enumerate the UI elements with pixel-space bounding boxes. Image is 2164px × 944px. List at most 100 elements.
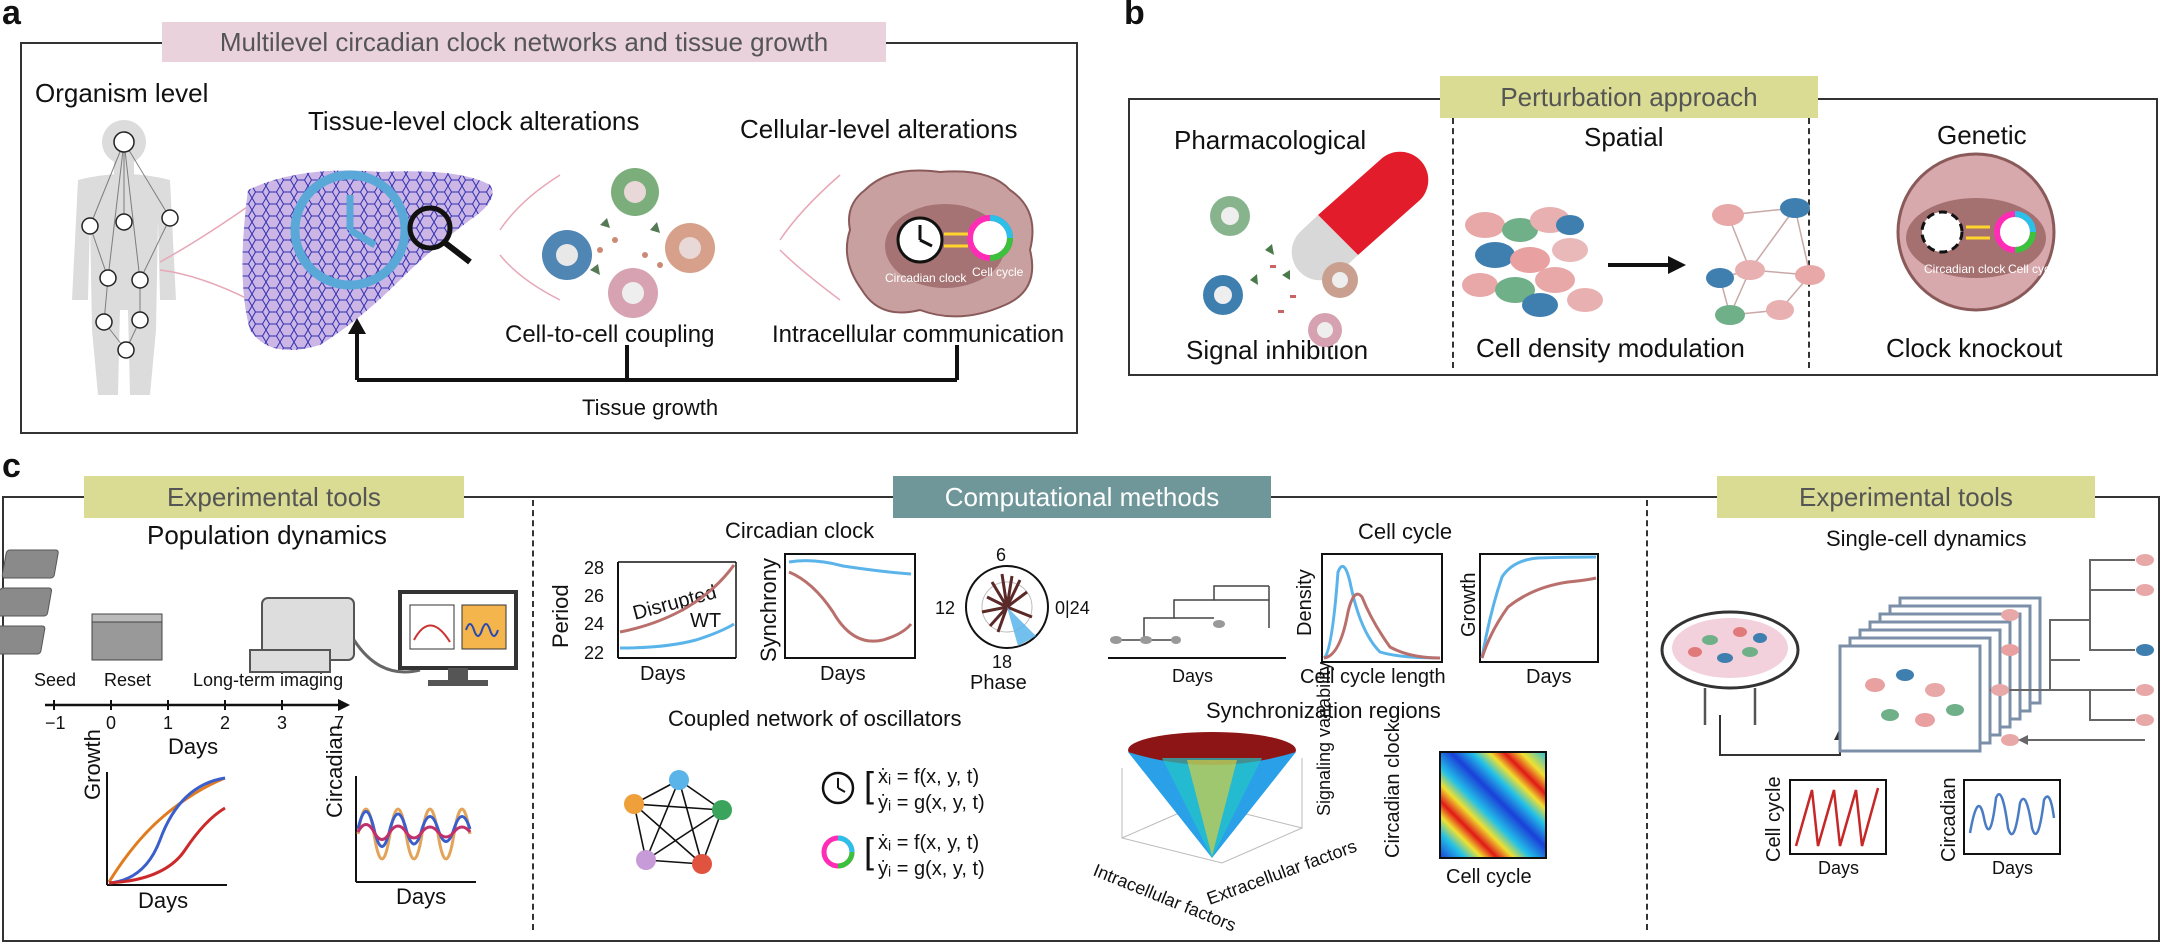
panel-b-title: Perturbation approach — [1440, 76, 1818, 118]
frame-cells — [1865, 669, 1964, 727]
cell-cycle-trace — [1794, 787, 1880, 847]
divider-b1 — [1452, 118, 1454, 368]
panel-label-b: b — [1124, 0, 1145, 32]
mid-growth-disrupted-line — [1480, 576, 1597, 659]
right-cell-cycle-ylabel: Cell cycle — [1763, 776, 1785, 862]
right-cell-cycle-chart — [1789, 779, 1887, 855]
equation-clock-icon — [821, 771, 855, 805]
lineage-cells — [1991, 554, 2154, 746]
oscillator-network-diagram — [624, 770, 732, 874]
phase-wt-sector — [1007, 607, 1036, 646]
cell-cycle-heading: Cell cycle — [1358, 519, 1453, 544]
reset-label: Reset — [104, 670, 152, 690]
knockout-cell-cycle-text: Cell cycle — [2008, 262, 2060, 276]
magnifier-icon — [407, 205, 453, 251]
phase-top-label: 6 — [996, 545, 1007, 565]
tissue-clock-icon — [290, 170, 410, 290]
panel-c-left-illustration — [0, 549, 518, 711]
growth-series-red — [108, 806, 226, 885]
broken-clock-icon — [1920, 210, 1964, 254]
timeline-tick-3: 3 — [277, 713, 288, 733]
signaling-variability-label: Signaling variability — [1314, 661, 1334, 816]
divider-c1 — [532, 500, 534, 930]
dense-cell-cluster — [1462, 207, 1603, 317]
sync-heatmap-chart — [1439, 751, 1547, 859]
period-days-label: Days — [640, 663, 686, 685]
sparse-cell-network — [1706, 198, 1825, 325]
mid-growth-wt-line — [1480, 555, 1597, 659]
period-wt-line — [619, 622, 735, 650]
period-disrupted-line — [619, 564, 736, 634]
panel-label-c: c — [2, 447, 21, 485]
cellular-level-label: Cellular-level alterations — [740, 114, 1018, 144]
panel-a-illustration — [72, 120, 1034, 395]
timeline-tick-0: 0 — [106, 713, 117, 733]
organism-clock-icons — [81, 131, 179, 359]
oscillator-node-orange — [624, 794, 644, 814]
timeline-tick-7: 7 — [334, 713, 345, 733]
cell-density-modulation-label: Cell density modulation — [1476, 333, 1745, 363]
divider-b2 — [1808, 118, 1810, 368]
growth-series-blue — [108, 776, 226, 885]
heatmap-xlabel: Cell cycle — [1446, 866, 1532, 888]
clock-knockout-label: Clock knockout — [1886, 333, 2063, 363]
mid-growth-days-label: Days — [1526, 666, 1572, 688]
experimental-tools-right-title: Experimental tools — [1717, 476, 2095, 518]
cell-cycle-lineage-diagram — [1108, 585, 1286, 659]
cellular-circadian-clock-text: Circadian clock — [885, 271, 967, 285]
panel-a-title: Multilevel circadian clock networks and … — [162, 22, 886, 62]
cellular-cell-cycle-text: Cell cycle — [972, 265, 1024, 279]
sync-regions-heading: Synchronization regions — [1206, 698, 1441, 723]
coupled-network-heading: Coupled network of oscillators — [668, 706, 962, 731]
cell-cycle-days-label: Days — [1172, 666, 1214, 686]
right-circadian-chart — [1963, 779, 2061, 855]
left-circadian-ylabel: Circadian — [322, 725, 347, 818]
left-circadian-chart — [355, 776, 476, 883]
synchrony-disrupted-line — [788, 570, 913, 643]
heatmap-cells — [1439, 751, 1547, 859]
panel-b-illustration — [1203, 151, 2056, 347]
circadian-clock-heading: Circadian clock — [725, 518, 875, 543]
density-arrow — [1668, 256, 1686, 274]
equation-brace-2: [ — [864, 830, 875, 871]
timeline-tick-1: 1 — [163, 713, 174, 733]
equation-1-x: ẋᵢ = f(x, y, t) — [878, 766, 980, 788]
long-term-imaging-label: Long-term imaging — [193, 670, 344, 690]
circadian-trace — [1968, 793, 2056, 836]
knockout-circadian-clock-text: Circadian clock — [1924, 262, 2006, 276]
timeline-tick-2: 2 — [220, 713, 231, 733]
phase-axis-label: Phase — [970, 672, 1027, 694]
equation-brace-1: [ — [864, 764, 875, 805]
wt-label: WT — [690, 610, 722, 632]
pharmacological-label: Pharmacological — [1174, 125, 1367, 155]
panel-c-right-illustration — [1660, 554, 2154, 756]
density-ylabel: Density — [1294, 569, 1316, 636]
left-circadian-xlabel: Days — [396, 884, 447, 909]
period-tick-22: 22 — [584, 643, 605, 663]
monitor-icon — [398, 590, 518, 686]
equation-1-y: ẏᵢ = g(x, y, t) — [878, 792, 985, 814]
synchrony-ylabel: Synchrony — [756, 558, 781, 662]
equation-cell-cycle-icon — [821, 835, 855, 869]
panel-label-a: a — [2, 0, 21, 32]
lineage-tree-diagram — [1990, 559, 2135, 721]
synchrony-chart — [784, 553, 916, 659]
cell-cycle-length-label: Cell cycle length — [1300, 666, 1446, 688]
density-chart — [1321, 553, 1443, 663]
density-disrupted-line — [1323, 592, 1441, 660]
equation-2-x: ẋᵢ = f(x, y, t) — [878, 832, 980, 854]
pill-capsule-icon — [1291, 151, 1429, 281]
heatmap-ylabel: Circadian clock — [1382, 722, 1404, 858]
divider-c2 — [1646, 500, 1648, 930]
spatial-label: Spatial — [1584, 122, 1664, 152]
period-ylabel: Period — [548, 584, 573, 648]
oscillator-node-green — [712, 800, 732, 820]
right-cell-cycle-days: Days — [1818, 858, 1860, 878]
cell-to-cell-coupling-label: Cell-to-cell coupling — [505, 321, 715, 348]
experimental-tools-left-title: Experimental tools — [84, 476, 464, 518]
pharmacological-cells — [1203, 196, 1358, 347]
genetic-label: Genetic — [1937, 120, 2027, 150]
zoom-lines-body-to-liver — [159, 174, 841, 301]
oscillator-node-blue — [669, 770, 689, 790]
right-circadian-ylabel: Circadian — [1938, 777, 1960, 862]
